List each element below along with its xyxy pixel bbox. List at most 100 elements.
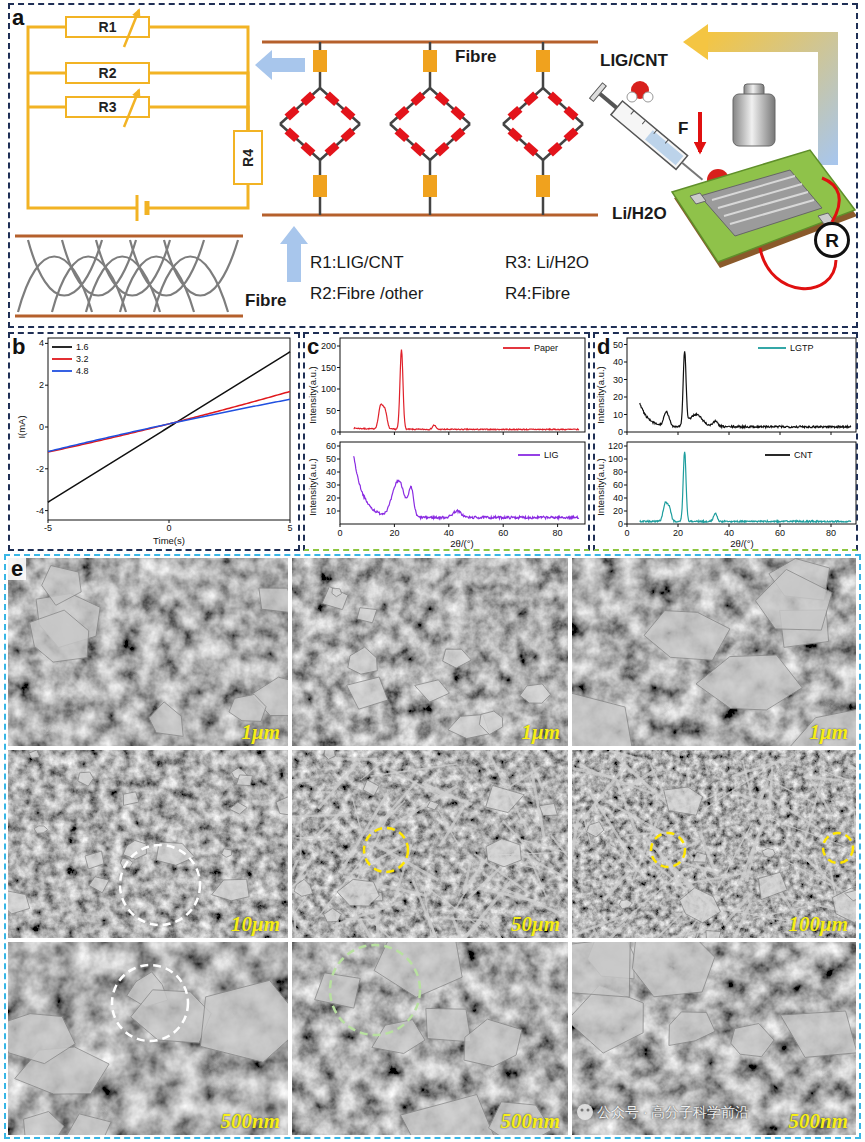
plot-frame bbox=[48, 338, 290, 520]
weight bbox=[733, 94, 775, 146]
sem-micrograph bbox=[464, 862, 471, 894]
block-arrow bbox=[280, 226, 308, 282]
fibre-strand bbox=[18, 240, 238, 312]
highlight-circle bbox=[330, 945, 420, 1035]
sem-micrograph bbox=[390, 769, 442, 797]
tick-label: 100 bbox=[608, 455, 623, 464]
sem-micrograph bbox=[619, 900, 632, 909]
legend-text: Paper bbox=[534, 343, 558, 353]
circuit-wire bbox=[28, 27, 248, 221]
resistor-network bbox=[536, 175, 550, 197]
axis-tick bbox=[624, 511, 627, 512]
legend-sample bbox=[52, 370, 72, 372]
resistor-network bbox=[542, 197, 545, 215]
sem-micrograph bbox=[300, 815, 301, 858]
sem-micrograph bbox=[780, 707, 856, 746]
resistor-network bbox=[542, 160, 545, 175]
legend-sample bbox=[52, 346, 72, 348]
resistor-network bbox=[543, 88, 583, 124]
tick-label: 50 bbox=[613, 340, 623, 349]
resistor-network bbox=[320, 124, 360, 160]
sem-micrograph bbox=[8, 1014, 75, 1064]
sem-micrograph bbox=[677, 861, 719, 873]
resistor-network bbox=[542, 72, 545, 88]
sem-micrograph bbox=[332, 588, 342, 597]
sem-micrograph bbox=[572, 750, 856, 938]
resistor-box: R4 bbox=[233, 130, 263, 185]
axis-tick bbox=[624, 459, 627, 460]
axis-tick bbox=[45, 385, 48, 386]
axis-title: Intensity(a.u.) bbox=[308, 458, 318, 516]
resistor-network bbox=[327, 94, 337, 103]
sem-micrograph bbox=[357, 608, 377, 623]
legend-text: 1.6 bbox=[76, 342, 89, 352]
force-arrow bbox=[698, 112, 702, 152]
tick-label: 80 bbox=[553, 529, 563, 538]
resistor-network bbox=[303, 94, 313, 103]
chart bbox=[45, 338, 856, 527]
resistor-network bbox=[542, 42, 545, 50]
sem-micrograph bbox=[438, 810, 458, 844]
tick-label: 120 bbox=[608, 442, 623, 451]
axis-tick bbox=[448, 524, 449, 527]
sem-micrograph bbox=[30, 610, 89, 662]
sem-micrograph bbox=[479, 711, 502, 735]
resistor-label: R4 bbox=[241, 149, 255, 167]
sem-micrograph bbox=[567, 807, 568, 822]
sem-micrograph bbox=[34, 826, 48, 834]
tick-label: 40 bbox=[724, 529, 734, 538]
sem-micrograph bbox=[680, 888, 721, 923]
block-arrow bbox=[255, 50, 305, 80]
sem-micrograph bbox=[292, 942, 568, 1135]
sensor-device bbox=[700, 170, 822, 236]
sem-micrograph bbox=[295, 917, 298, 938]
part-label: Li/H2O bbox=[612, 205, 667, 222]
resistor-network bbox=[313, 175, 327, 197]
resistor-network bbox=[550, 145, 560, 154]
scale-bar-label: 100μm bbox=[788, 913, 848, 936]
scale-bar-label: 1μm bbox=[521, 721, 560, 744]
part-label: Fibre bbox=[245, 292, 287, 309]
syringe bbox=[590, 83, 607, 102]
legend-text: CNT bbox=[794, 450, 813, 460]
sem-micrograph bbox=[8, 558, 288, 746]
syringe bbox=[631, 111, 669, 144]
watermark-icon bbox=[577, 1104, 593, 1120]
tick-label: 40 bbox=[326, 468, 336, 477]
sem-micrograph bbox=[696, 655, 802, 710]
axis-tick bbox=[729, 524, 730, 527]
panel-letter: a bbox=[12, 6, 24, 29]
resistor-network bbox=[503, 124, 543, 160]
syringe bbox=[611, 101, 688, 169]
data-line bbox=[48, 352, 290, 502]
axis-tick bbox=[337, 485, 340, 486]
sem-micrograph bbox=[131, 990, 211, 1043]
sem-micrograph bbox=[8, 750, 288, 938]
tick-label: 40 bbox=[444, 529, 454, 538]
meter-symbol: R bbox=[825, 231, 839, 250]
axis-tick bbox=[337, 459, 340, 460]
data-line bbox=[640, 351, 851, 428]
axis-tick bbox=[624, 472, 627, 473]
tick-label: -2 bbox=[36, 464, 44, 473]
fibre-line bbox=[15, 235, 243, 238]
sem-micrograph bbox=[222, 849, 232, 858]
sem-micrograph bbox=[628, 914, 681, 938]
resistor-network bbox=[327, 145, 337, 154]
legend-sample bbox=[52, 358, 72, 360]
sem-micrograph bbox=[845, 890, 856, 901]
resistor-label: R3 bbox=[99, 100, 117, 114]
fibre-line bbox=[15, 315, 243, 318]
sem-micrograph bbox=[486, 785, 524, 812]
watermark-icon bbox=[577, 1104, 593, 1120]
axis-tick bbox=[45, 510, 48, 511]
axis-tick bbox=[624, 397, 627, 398]
legend-entry: Paper bbox=[534, 344, 558, 353]
sem-micrograph bbox=[440, 806, 464, 846]
variable-arrow bbox=[124, 10, 139, 127]
axis-tick bbox=[627, 524, 628, 527]
axis-title: I(mA) bbox=[17, 415, 27, 438]
weight bbox=[733, 84, 775, 146]
axis-tick bbox=[337, 410, 340, 411]
